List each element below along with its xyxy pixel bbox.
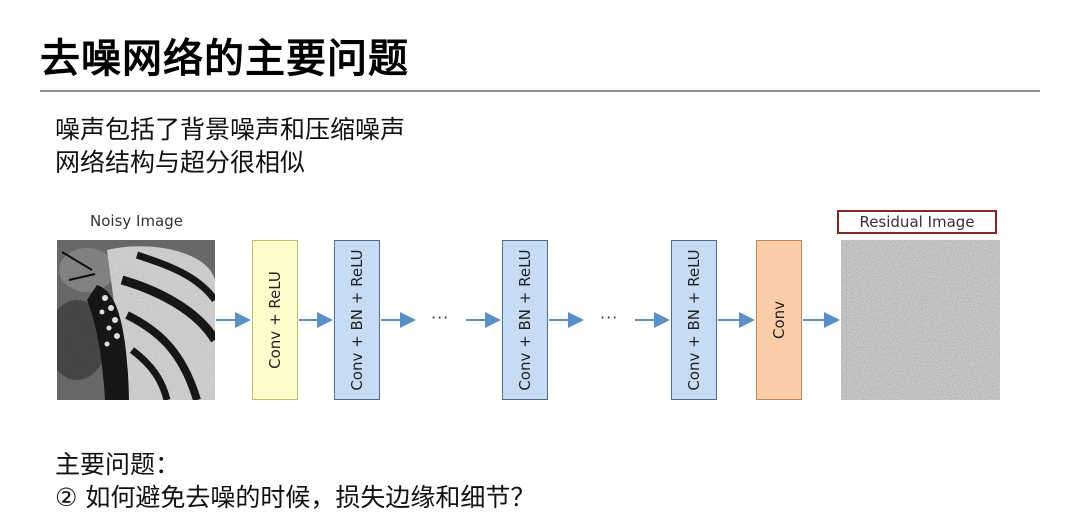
layer-conv-bn-relu-3: Conv + BN + ReLU (671, 240, 717, 400)
layer-conv-bn-relu-1-label: Conv + BN + ReLU (348, 249, 366, 391)
ellipsis-1: ··· (431, 308, 450, 327)
residual-noise-image (841, 240, 1000, 400)
layer-conv-relu: Conv + ReLU (252, 240, 298, 400)
noisy-image-label: Noisy Image (90, 212, 184, 230)
bullet-noise-types: 噪声包括了背景噪声和压缩噪声 (55, 115, 406, 144)
layer-conv-label: Conv (770, 300, 788, 340)
bullet-network-similarity: 网络结构与超分很相似 (55, 148, 306, 177)
layer-conv: Conv (756, 240, 802, 400)
layer-conv-bn-relu-2-label: Conv + BN + ReLU (516, 249, 534, 391)
ellipsis-2: ··· (600, 308, 619, 327)
layer-conv-relu-label: Conv + ReLU (266, 271, 284, 369)
residual-image-label: Residual Image (837, 210, 997, 234)
layer-conv-bn-relu-3-label: Conv + BN + ReLU (685, 249, 703, 391)
noisy-butterfly-image (57, 240, 215, 400)
problems-heading: 主要问题： (55, 450, 181, 479)
noise-texture (841, 240, 1000, 400)
butterfly-illustration (57, 240, 215, 400)
layer-conv-bn-relu-1: Conv + BN + ReLU (334, 240, 380, 400)
problem-item-1: ② 如何避免去噪的时候，损失边缘和细节？ (55, 483, 536, 512)
layer-conv-bn-relu-2: Conv + BN + ReLU (502, 240, 548, 400)
slide-title: 去噪网络的主要问题 (40, 36, 409, 82)
title-divider (40, 90, 1040, 92)
